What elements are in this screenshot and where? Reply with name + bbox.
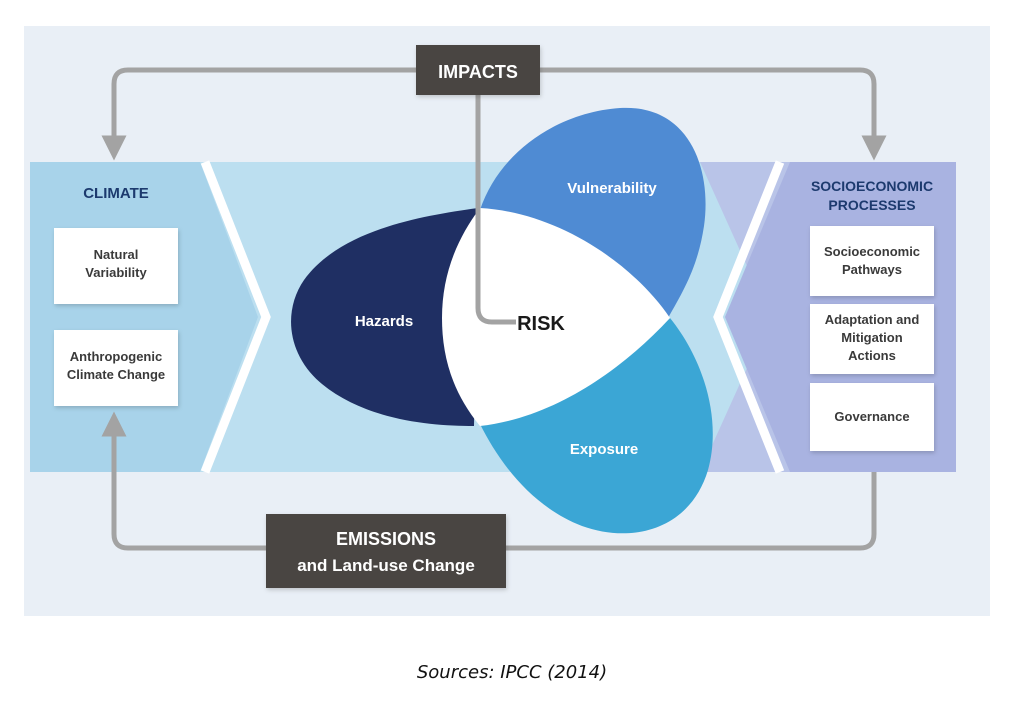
exposure-petal: [480, 318, 713, 534]
vulnerability-petal: [480, 107, 706, 318]
emissions-to-climate-arrow: [101, 411, 266, 551]
risk-center: [442, 208, 670, 426]
socioeconomic-item-line: Adaptation and: [825, 312, 920, 327]
climate-item-box: [54, 330, 178, 406]
emissions-from-socio-line: [506, 472, 877, 551]
exposure-label: Exposure: [570, 441, 638, 458]
socioeconomic-item: Socioeconomic Pathways: [810, 226, 934, 296]
socioeconomic-item: Governance: [810, 383, 934, 451]
socioeconomic-item-box: [810, 383, 934, 451]
socioeconomic-item-line: Mitigation: [841, 330, 902, 345]
socioeconomic-title: PROCESSES: [828, 197, 915, 213]
socioeconomic-item: Adaptation and Mitigation Actions: [810, 304, 934, 374]
socioeconomic-item-line: Pathways: [842, 262, 902, 277]
socioeconomic-item-box: [810, 226, 934, 296]
climate-item-line: Anthropogenic: [70, 349, 162, 364]
hazards-petal: [291, 208, 478, 426]
climate-item: Natural Variability: [54, 228, 178, 304]
climate-item-line: Natural: [94, 247, 139, 262]
hazards-label: Hazards: [355, 313, 413, 330]
socio-chevron-divider: [713, 160, 785, 474]
climate-item: Anthropogenic Climate Change: [54, 330, 178, 406]
risk-label: RISK: [517, 313, 565, 335]
climate-item-box: [54, 228, 178, 304]
impacts-to-climate-arrow: [101, 67, 418, 161]
socioeconomic-title: SOCIOECONOMIC: [811, 178, 933, 194]
climate-title: CLIMATE: [83, 185, 149, 202]
source-caption: Sources: IPCC (2014): [416, 662, 608, 683]
climate-item-line: Climate Change: [67, 367, 165, 382]
socioeconomic-item-line: Actions: [848, 348, 896, 363]
vulnerability-label: Vulnerability: [567, 180, 657, 197]
impacts-to-risk-line: [475, 92, 516, 325]
socioeconomic-item-box: [810, 304, 934, 374]
emissions-subtitle: and Land-use Change: [297, 556, 475, 575]
impacts-to-socio-arrow: [540, 67, 887, 161]
emissions-box: [266, 514, 506, 588]
emissions-title: EMISSIONS: [336, 529, 436, 549]
impacts-box: [416, 45, 540, 95]
climate-item-line: Variability: [85, 265, 147, 280]
impacts-label: IMPACTS: [438, 62, 518, 82]
climate-chevron-divider: [200, 160, 271, 474]
socioeconomic-item-line: Governance: [834, 409, 909, 424]
socioeconomic-item-line: Socioeconomic: [824, 244, 920, 259]
